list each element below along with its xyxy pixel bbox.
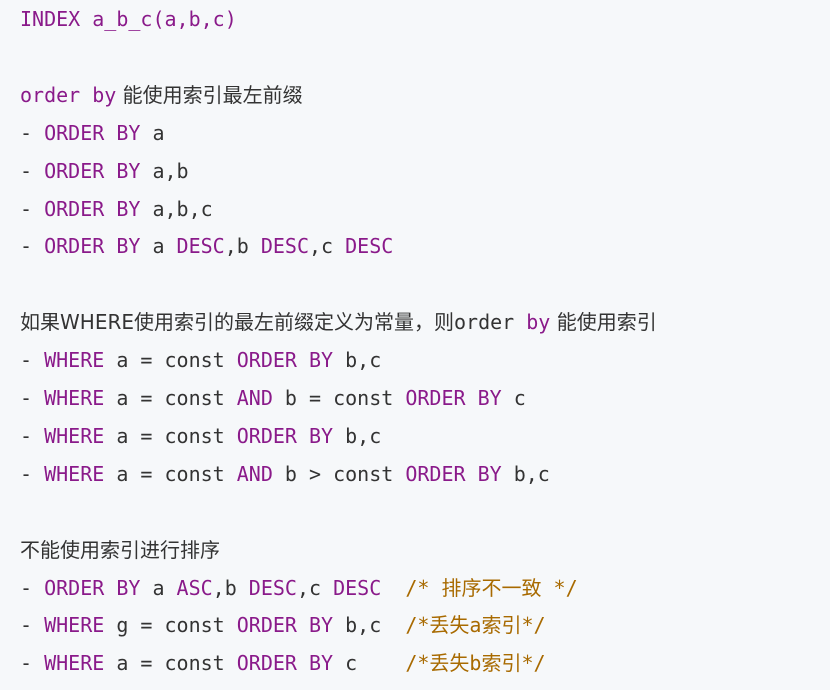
code-keyword: ORDER BY <box>236 651 334 676</box>
code-keyword: DESC <box>176 234 225 259</box>
code-keyword: ORDER BY <box>236 613 334 638</box>
code-token: b,c <box>333 613 406 638</box>
code-line: - WHERE a = const AND b > const ORDER BY… <box>20 455 550 493</box>
code-token: a = const <box>104 386 237 410</box>
code-line: - ORDER BY a ASC,b DESC,c DESC /* 排序不一致 … <box>20 569 578 607</box>
code-keyword: INDEX a_b_c(a,b,c) <box>20 7 237 31</box>
code-token <box>381 576 405 600</box>
code-token: b,c <box>333 423 382 448</box>
code-keyword: ORDER BY <box>44 120 141 145</box>
code-token: a <box>140 234 177 259</box>
code-line: - WHERE a = const AND b = const ORDER BY… <box>20 379 526 417</box>
code-comment: /*丢失b索引*/ <box>405 651 546 676</box>
code-token: - <box>20 651 45 676</box>
code-token: b,c <box>501 461 550 486</box>
code-token: b = const <box>272 386 406 410</box>
code-keyword: WHERE <box>44 348 105 373</box>
code-token: a = const <box>104 348 237 373</box>
code-token: c <box>501 386 526 410</box>
code-line: - WHERE a = const ORDER BY b,c <box>20 341 381 379</box>
code-keyword: DESC <box>345 234 394 259</box>
code-text: 能使用索引 <box>550 310 657 335</box>
code-line: - ORDER BY a,b,c <box>20 190 213 228</box>
code-keyword: DESC <box>333 575 382 600</box>
code-line: order by 能使用索引最左前缀 <box>20 76 303 114</box>
code-token: a <box>140 120 165 145</box>
code-keyword: WHERE <box>44 386 105 410</box>
code-keyword: ORDER BY <box>44 196 141 221</box>
code-token: - <box>20 196 45 221</box>
code-keyword: AND <box>236 386 273 410</box>
code-keyword: WHERE <box>44 461 105 486</box>
code-token <box>514 310 526 334</box>
code-token: - <box>20 348 45 373</box>
code-token: a = const <box>104 423 237 448</box>
code-token: a = const <box>104 651 237 676</box>
code-token: - <box>20 386 45 410</box>
code-text: 不能使用索引进行排序 <box>20 537 220 562</box>
code-line: - ORDER BY a,b <box>20 152 189 190</box>
code-token: ,c <box>309 234 346 259</box>
code-token: b,c <box>333 348 382 373</box>
code-line: - WHERE g = const ORDER BY b,c /*丢失a索引*/ <box>20 606 546 644</box>
code-line: INDEX a_b_c(a,b,c) <box>20 0 237 38</box>
code-token: - <box>20 423 45 448</box>
code-token: b > const <box>272 461 406 486</box>
code-token: a,b <box>140 158 189 183</box>
code-line: - WHERE a = const ORDER BY c /*丢失b索引*/ <box>20 644 546 682</box>
code-line: - ORDER BY a <box>20 114 165 152</box>
code-token: c <box>333 651 406 676</box>
code-keyword: ASC <box>176 575 213 600</box>
code-comment: /* 排序不一致 */ <box>405 575 578 600</box>
code-keyword: DESC <box>260 234 310 259</box>
code-keyword: ORDER BY <box>236 423 334 448</box>
code-keyword: ORDER BY <box>44 158 141 183</box>
code-keyword: AND <box>236 461 273 486</box>
code-comment: /*丢失a索引*/ <box>405 613 546 638</box>
code-token: ,b <box>212 575 249 600</box>
code-token: - <box>20 120 45 145</box>
code-keyword: ORDER BY <box>405 386 502 410</box>
code-token: - <box>20 613 45 638</box>
code-token: ,c <box>296 575 334 600</box>
code-keyword: ORDER BY <box>44 234 141 259</box>
code-keyword: order by <box>20 82 117 107</box>
code-token: g = const <box>104 613 237 638</box>
code-keyword: ORDER BY <box>405 461 502 486</box>
code-token: a <box>140 575 177 600</box>
code-token: a,b,c <box>140 196 213 221</box>
code-keyword: WHERE <box>44 613 105 638</box>
code-keyword: by <box>526 310 551 335</box>
code-keyword: DESC <box>248 575 297 600</box>
code-keyword: ORDER BY <box>236 348 334 373</box>
code-text: 能使用索引最左前缀 <box>116 82 303 107</box>
code-keyword: WHERE <box>44 651 105 676</box>
code-text: 如果WHERE使用索引的最左前缀定义为常量，则 <box>20 310 454 335</box>
code-token: - <box>20 461 45 486</box>
code-token: - <box>20 575 45 600</box>
code-line: 不能使用索引进行排序 <box>20 531 220 569</box>
code-token: order <box>453 310 515 335</box>
code-token: - <box>20 158 45 183</box>
code-line: - WHERE a = const ORDER BY b,c <box>20 417 381 455</box>
code-token: - <box>20 234 45 259</box>
code-line: 如果WHERE使用索引的最左前缀定义为常量，则order by 能使用索引 <box>20 303 657 341</box>
code-keyword: ORDER BY <box>44 575 141 600</box>
code-line: - ORDER BY a DESC,b DESC,c DESC <box>20 227 393 265</box>
code-token: a = const <box>104 461 237 486</box>
code-token: ,b <box>224 234 261 259</box>
code-keyword: WHERE <box>44 423 105 448</box>
